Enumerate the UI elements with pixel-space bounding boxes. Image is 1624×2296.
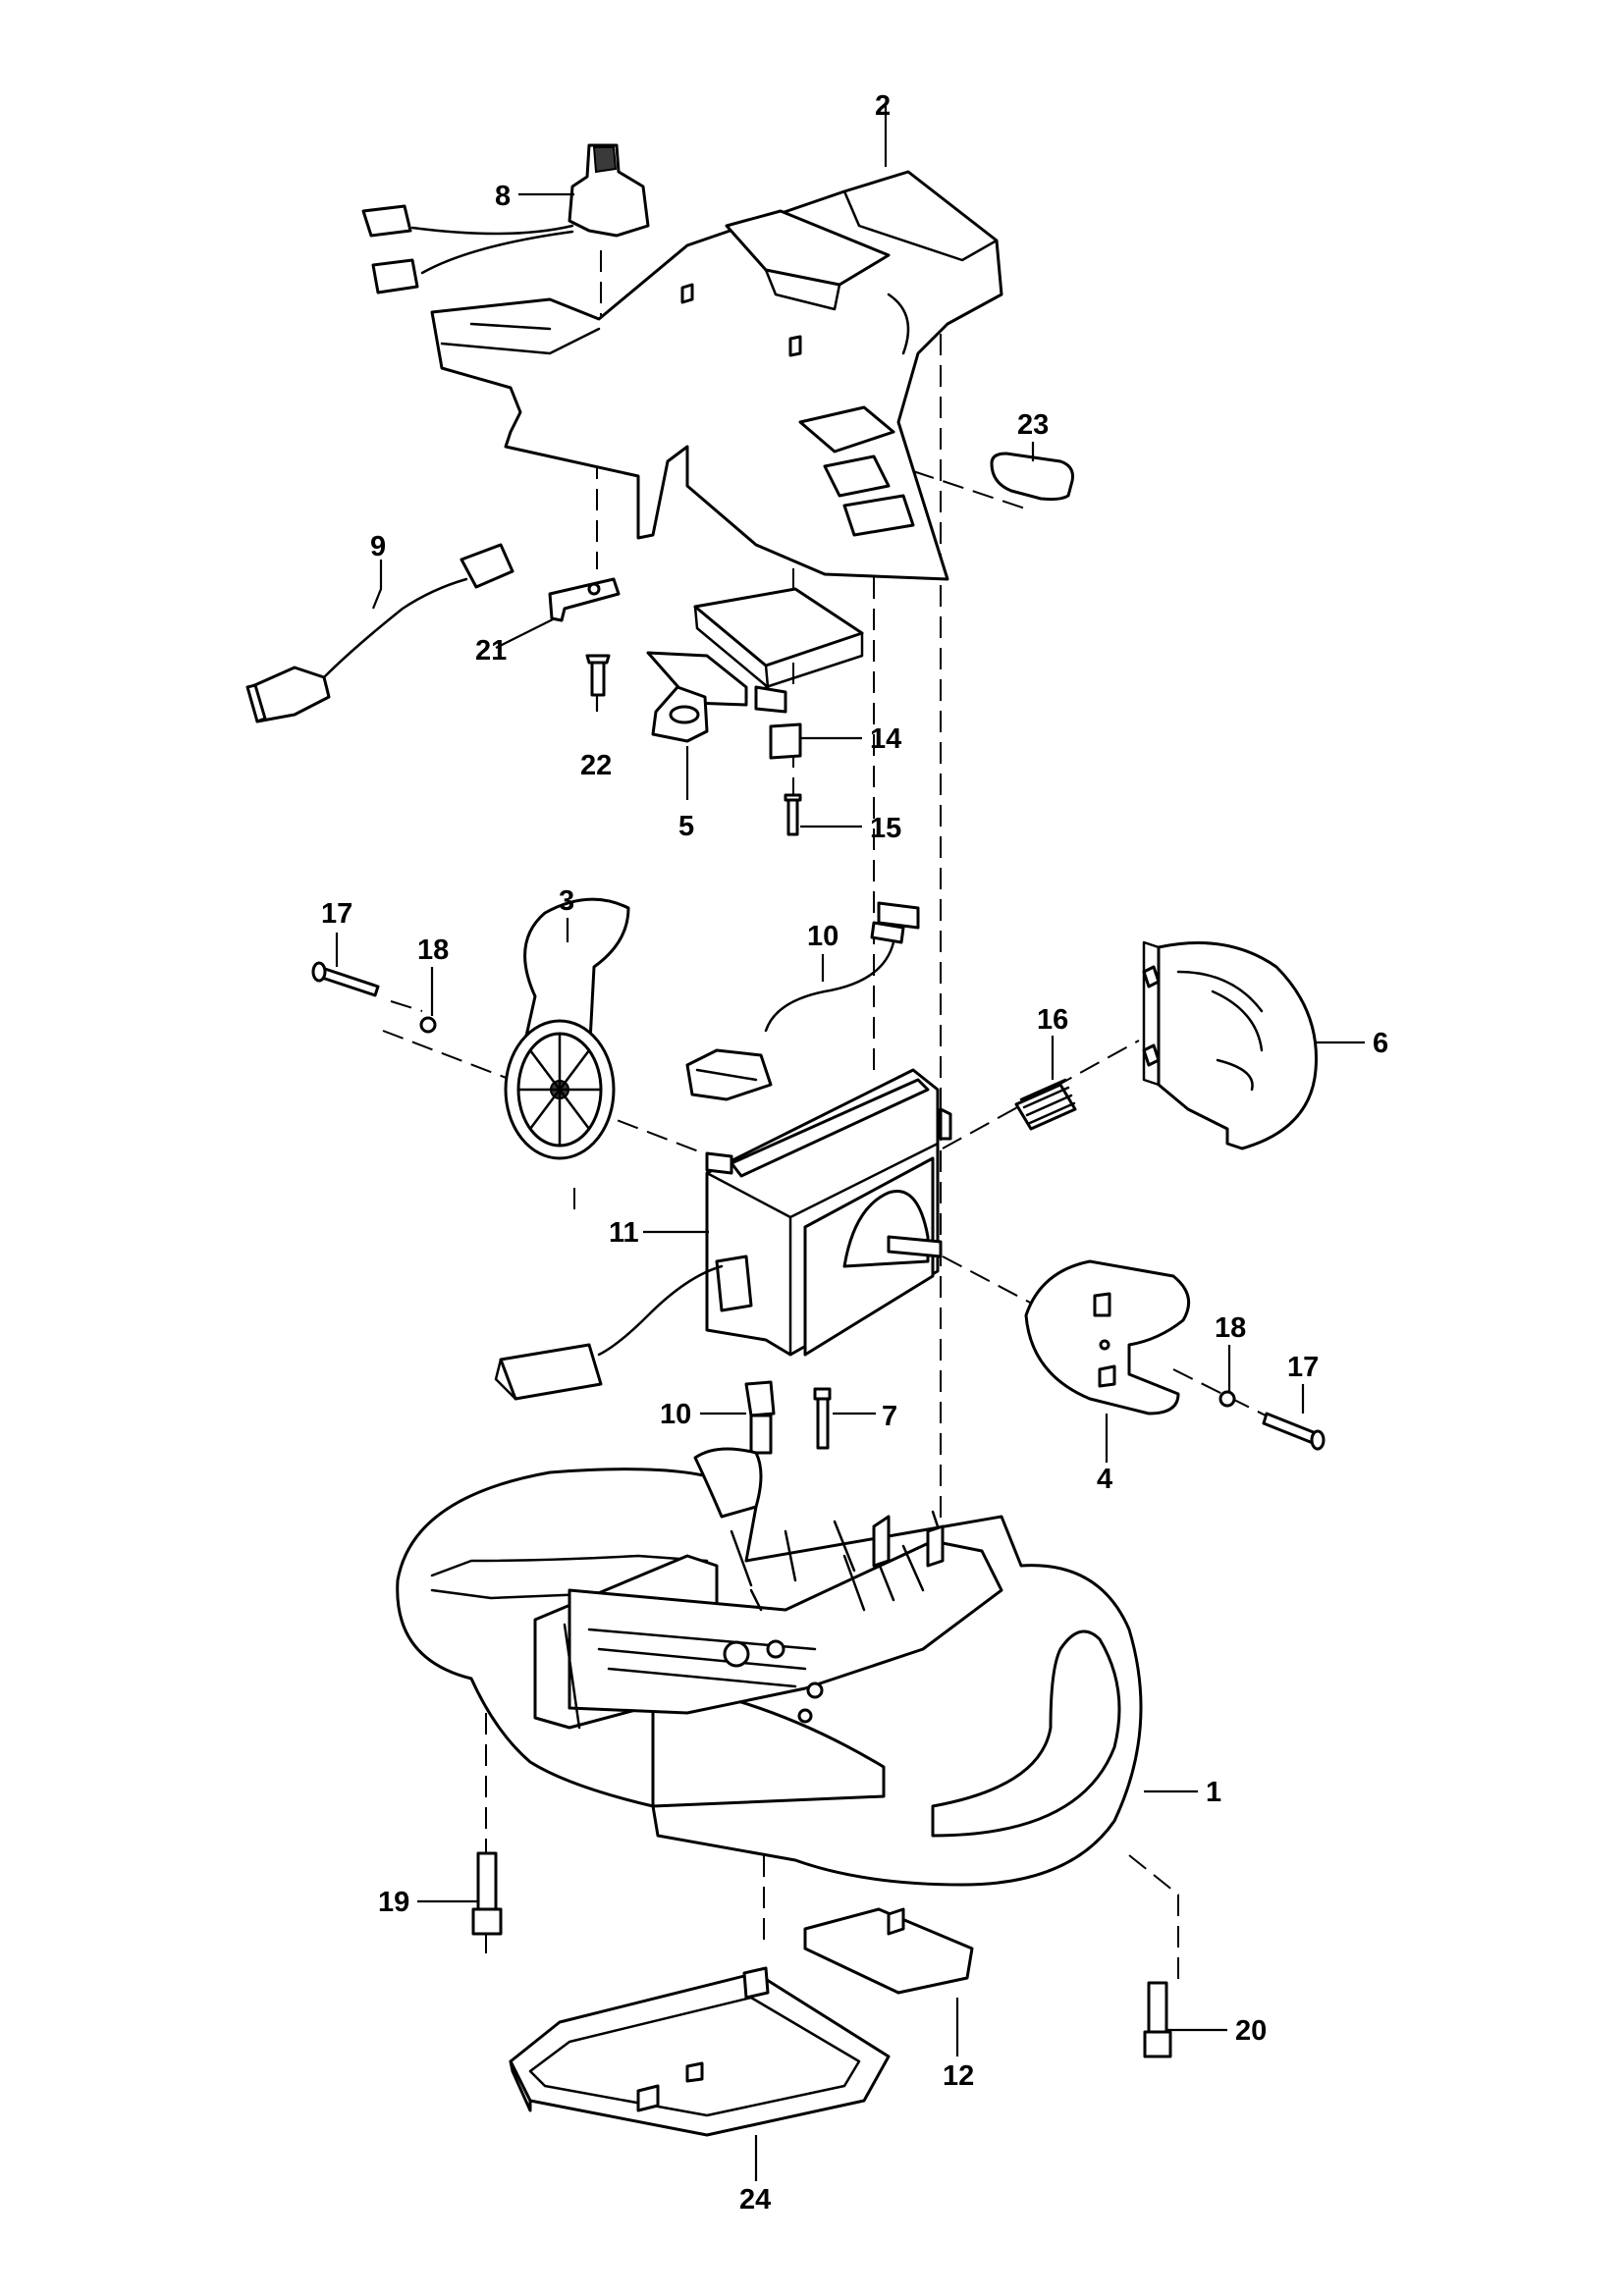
callout-2: 2 xyxy=(875,90,891,122)
screw-20 xyxy=(1143,1981,1172,2058)
callout-17-left: 17 xyxy=(321,898,352,930)
callout-23: 23 xyxy=(1017,409,1049,441)
callout-3: 3 xyxy=(559,885,574,917)
callout-14: 14 xyxy=(870,723,901,755)
callout-labels: 2 8 23 9 21 22 14 5 15 17 3 18 10 16 6 1… xyxy=(321,90,1388,2216)
leader-lines xyxy=(335,106,1365,2181)
callout-4: 4 xyxy=(1097,1464,1112,1495)
bolt-right xyxy=(1218,1390,1326,1451)
callout-20: 20 xyxy=(1235,2015,1267,2047)
top-housing xyxy=(430,170,1003,581)
callout-8: 8 xyxy=(495,181,511,212)
screw-19 xyxy=(471,1851,503,1936)
bottom-plate xyxy=(509,1966,891,2137)
callout-17-right: 17 xyxy=(1287,1352,1319,1383)
bracket-12 xyxy=(803,1907,974,1995)
screws-middle xyxy=(744,1380,832,1455)
bracket-and-screw xyxy=(548,577,621,697)
side-cover-right xyxy=(1024,1259,1191,1415)
callout-10-lower: 10 xyxy=(660,1399,691,1430)
callout-7: 7 xyxy=(882,1401,897,1432)
motor-harness xyxy=(685,901,920,1101)
wire-harness xyxy=(245,543,514,723)
callout-16: 16 xyxy=(1037,1004,1068,1036)
callout-18-right: 18 xyxy=(1215,1312,1246,1344)
motor-unit xyxy=(494,1068,952,1401)
callout-22: 22 xyxy=(580,750,612,781)
callout-15: 15 xyxy=(870,813,901,844)
fan-wheel-cover xyxy=(504,897,630,1160)
callout-10-upper: 10 xyxy=(807,921,839,952)
bolt-left xyxy=(311,961,437,1034)
main-handle xyxy=(396,1447,1143,1887)
callout-21: 21 xyxy=(475,635,507,667)
callout-5: 5 xyxy=(678,811,694,842)
switch-assembly xyxy=(361,143,650,294)
trigger-assembly xyxy=(646,587,864,836)
callout-9: 9 xyxy=(370,531,386,562)
callout-11: 11 xyxy=(609,1217,639,1249)
cover-cap xyxy=(990,452,1074,502)
callout-6: 6 xyxy=(1373,1028,1388,1059)
callout-24: 24 xyxy=(739,2184,771,2216)
callout-1: 1 xyxy=(1206,1777,1221,1808)
callout-19: 19 xyxy=(378,1887,409,1918)
side-cover xyxy=(1142,940,1318,1150)
callout-18-left: 18 xyxy=(417,934,449,966)
callout-12: 12 xyxy=(943,2060,974,2092)
spring xyxy=(1014,1078,1077,1131)
